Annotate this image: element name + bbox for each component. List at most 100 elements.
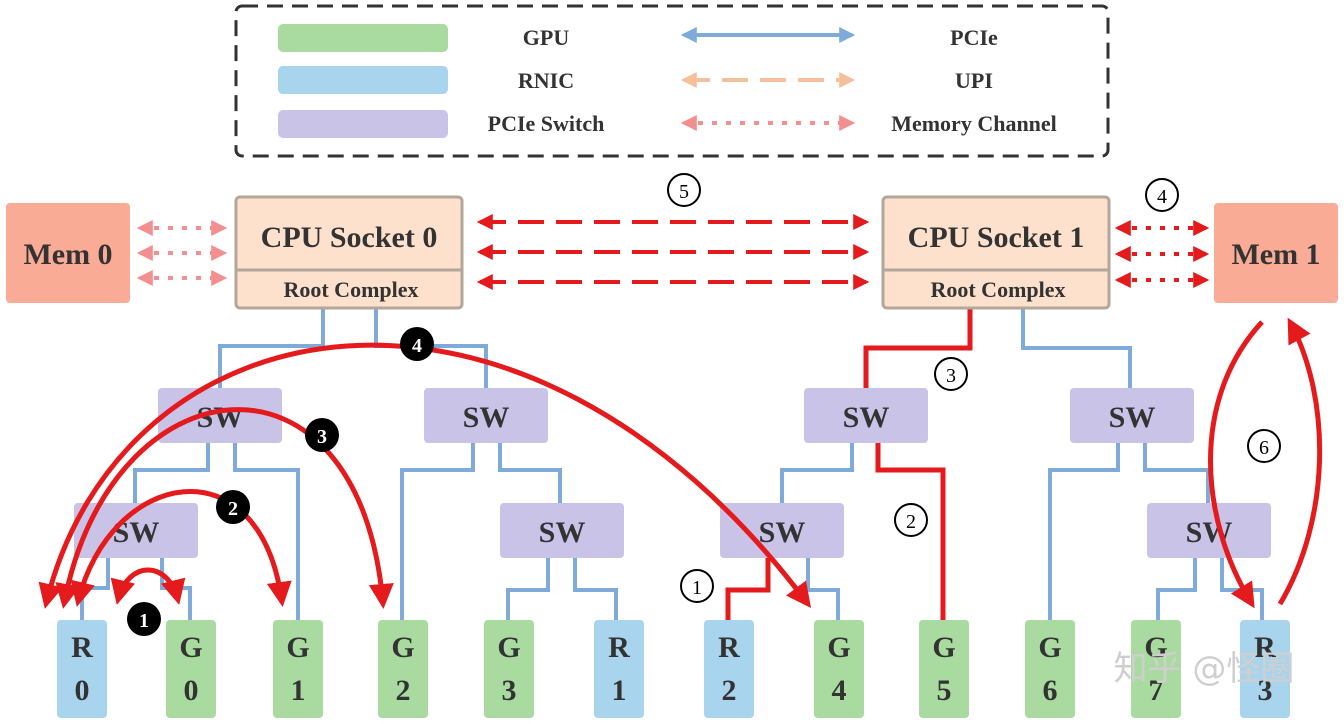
outlined-marker-label: 3 bbox=[946, 365, 956, 387]
outlined-marker bbox=[667, 173, 701, 207]
filled-marker-label: 4 bbox=[412, 335, 422, 357]
gpu-device bbox=[919, 620, 969, 718]
outlined-marker bbox=[1247, 429, 1281, 463]
legend-switch-label: PCIe Switch bbox=[488, 111, 605, 136]
path-arrow-4 bbox=[38, 342, 812, 609]
legend-gpu-label: GPU bbox=[523, 25, 570, 50]
filled-marker-label: 1 bbox=[139, 610, 149, 632]
pcie-switches: SW SW SW SW SW SW SW SW bbox=[74, 388, 1271, 558]
path-arrows bbox=[38, 317, 1323, 609]
filled-marker bbox=[127, 602, 161, 636]
legend-pcie-label: PCIe bbox=[950, 25, 998, 50]
device-type: G bbox=[932, 631, 955, 664]
path-arrow-1 bbox=[110, 567, 186, 605]
device-type: G bbox=[286, 631, 309, 664]
mem1-label: Mem 1 bbox=[1231, 238, 1320, 271]
legend-memory-channel-label: Memory Channel bbox=[891, 111, 1057, 136]
outlined-marker bbox=[894, 503, 928, 537]
device-index: 7 bbox=[1149, 674, 1164, 707]
gpu-device bbox=[1131, 620, 1181, 718]
device-index: 0 bbox=[184, 674, 199, 707]
cpu-socket-1: CPU Socket 1 Root Complex bbox=[881, 195, 1111, 310]
rnic-device bbox=[704, 620, 754, 718]
device-type: G bbox=[1038, 631, 1061, 664]
mem1-box bbox=[1214, 203, 1338, 303]
p2p-path-red bbox=[725, 308, 973, 622]
pcie-links bbox=[80, 308, 1264, 622]
legend-switch-swatch bbox=[278, 110, 448, 138]
devices: R 0 G 0 G 1 G 2 G 3 R 1 R 2 G 4 G 5 G 6 … bbox=[57, 620, 1290, 718]
filled-marker bbox=[216, 490, 250, 524]
switch-box bbox=[720, 503, 844, 558]
legend-frame bbox=[234, 4, 1110, 158]
outlined-marker bbox=[1145, 178, 1179, 212]
legend-rnic-swatch bbox=[278, 66, 448, 94]
device-index: 6 bbox=[1043, 674, 1058, 707]
switch-box bbox=[424, 388, 548, 443]
outlined-marker-label: 5 bbox=[679, 181, 689, 203]
switch-box bbox=[1147, 503, 1271, 558]
legend-gpu-swatch bbox=[278, 24, 448, 52]
rnic-device bbox=[594, 620, 644, 718]
outlined-marker-label: 6 bbox=[1259, 437, 1269, 459]
path-arrow-6-up bbox=[1277, 317, 1323, 606]
device-index: 1 bbox=[612, 674, 627, 707]
rnic-device bbox=[57, 620, 107, 718]
switch-label: SW bbox=[843, 401, 890, 434]
outlined-marker-label: 4 bbox=[1157, 186, 1167, 208]
device-type: G bbox=[179, 631, 202, 664]
path-arrow-6-down bbox=[1208, 320, 1264, 609]
device-type: R bbox=[718, 631, 740, 664]
outlined-marker bbox=[934, 357, 968, 391]
switch-box bbox=[500, 503, 624, 558]
outlined-marker-label: 2 bbox=[906, 511, 916, 533]
device-type: G bbox=[391, 631, 414, 664]
outlined-marker bbox=[680, 569, 714, 603]
switch-box bbox=[1070, 388, 1194, 443]
device-index: 4 bbox=[832, 674, 847, 707]
gpu-device bbox=[273, 620, 323, 718]
legend-rnic-label: RNIC bbox=[518, 68, 574, 93]
device-index: 5 bbox=[937, 674, 952, 707]
step-markers: 1 2 3 4 1 2 3 4 5 6 bbox=[127, 173, 1281, 636]
switch-label: SW bbox=[1109, 401, 1156, 434]
path-arrow-3 bbox=[55, 407, 394, 609]
cpu-socket-0: CPU Socket 0 Root Complex bbox=[234, 195, 464, 310]
legend: GPU RNIC PCIe Switch PCIe UPI Memory Cha… bbox=[234, 4, 1110, 158]
cpu-socket-0-label: CPU Socket 0 bbox=[261, 221, 438, 254]
gpu-device bbox=[166, 620, 216, 718]
watermark-text: 知乎 @怪圈 bbox=[1114, 649, 1295, 689]
filled-marker bbox=[400, 327, 434, 361]
outlined-marker-label: 1 bbox=[692, 577, 702, 599]
gpu-device bbox=[378, 620, 428, 718]
gpu-device bbox=[1025, 620, 1075, 718]
switch-label: SW bbox=[463, 401, 510, 434]
switch-box bbox=[804, 388, 928, 443]
device-type: R bbox=[1254, 631, 1276, 664]
device-type: G bbox=[827, 631, 850, 664]
cpu-socket-1-label: CPU Socket 1 bbox=[908, 221, 1085, 254]
switch-label: SW bbox=[539, 516, 586, 549]
device-index: 3 bbox=[502, 674, 517, 707]
device-type: G bbox=[1144, 631, 1167, 664]
gpu-device bbox=[484, 620, 534, 718]
filled-marker-label: 3 bbox=[317, 426, 327, 448]
device-index: 1 bbox=[291, 674, 306, 707]
legend-upi-label: UPI bbox=[955, 68, 993, 93]
mem0-label: Mem 0 bbox=[23, 238, 112, 271]
switch-box bbox=[158, 388, 282, 443]
root-complex-1-label: Root Complex bbox=[930, 277, 1065, 302]
path-arrow-2 bbox=[70, 489, 292, 607]
filled-marker bbox=[305, 418, 339, 452]
device-index: 0 bbox=[75, 674, 90, 707]
mem0-channels bbox=[136, 220, 228, 286]
rnic-device bbox=[1240, 620, 1290, 718]
device-type: G bbox=[497, 631, 520, 664]
switch-label: SW bbox=[197, 401, 244, 434]
upi-links bbox=[476, 214, 870, 290]
filled-marker-label: 2 bbox=[228, 498, 238, 520]
device-type: R bbox=[608, 631, 630, 664]
device-index: 2 bbox=[722, 674, 737, 707]
root-complex-0-label: Root Complex bbox=[283, 277, 418, 302]
